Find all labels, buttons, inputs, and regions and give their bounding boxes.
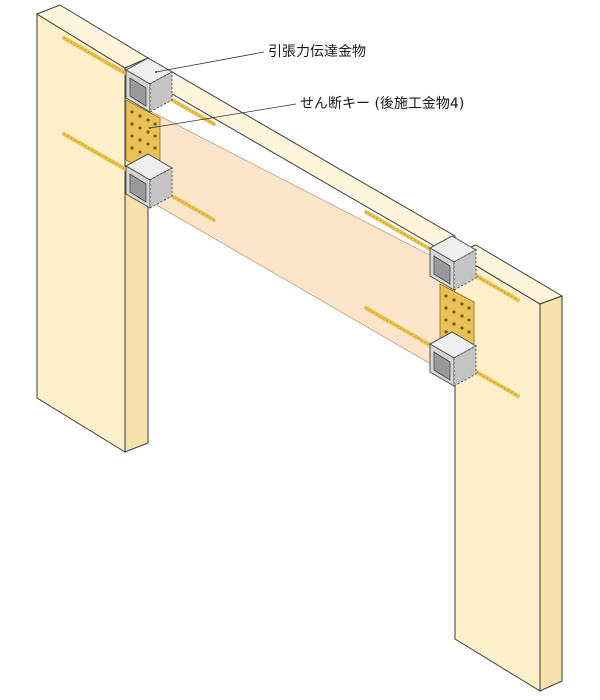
steel-box-right-top: [428, 235, 478, 291]
steel-box-left-bottom: [124, 153, 174, 209]
steel-box-left-top: [124, 57, 174, 113]
left-column-front: [36, 13, 126, 453]
label-tension-hardware: 引張力伝達金物: [268, 44, 366, 60]
label-shear-key: せん断キー (後施工金物4): [300, 96, 464, 112]
rod-thread-ticks: [63, 37, 519, 397]
leader-tension-hardware: [155, 51, 265, 73]
leader-shear-key: [149, 103, 297, 129]
right-column-side: [539, 295, 563, 692]
steel-box-right-bottom: [428, 331, 478, 387]
